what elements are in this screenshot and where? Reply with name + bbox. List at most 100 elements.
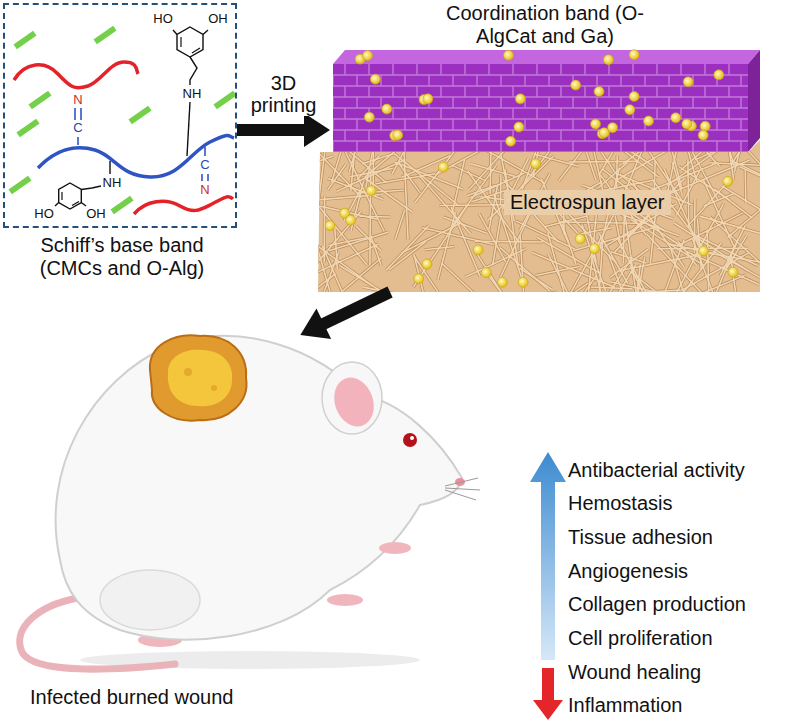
brick-line <box>596 75 597 86</box>
chemical-structure <box>8 26 236 215</box>
fiber-line <box>305 203 378 220</box>
gallium-dot <box>594 87 604 97</box>
decrease-arrow <box>533 668 563 720</box>
fiber-line <box>685 128 720 167</box>
fiber-outline <box>710 163 784 167</box>
brick-line <box>692 141 693 152</box>
fiber-line <box>606 257 633 299</box>
gallium-dot <box>723 176 733 186</box>
electrospun-drawing <box>300 101 793 338</box>
fiber-line <box>394 153 458 205</box>
brick-line <box>488 86 489 97</box>
gallium-dot <box>364 112 374 122</box>
edge-label: 3D printing <box>239 72 329 116</box>
fiber-line <box>581 228 612 234</box>
brick-line <box>560 86 561 97</box>
green-rod <box>8 176 31 195</box>
brick-line <box>740 97 741 108</box>
brick-line <box>356 119 357 130</box>
fiber-outline <box>371 141 440 148</box>
effect-label: Tissue adhesion <box>568 526 713 549</box>
brick-line <box>428 75 429 86</box>
bond-line <box>77 137 79 145</box>
gallium-dot <box>571 80 581 90</box>
gallium-dot <box>382 104 392 114</box>
mouse-foot <box>379 542 411 554</box>
effect-label: Collagen production <box>568 593 746 616</box>
brick-line <box>416 130 417 141</box>
brick-line <box>608 86 609 97</box>
fiber-line <box>603 180 654 190</box>
mouse-ear <box>322 362 382 434</box>
fiber-outline <box>322 246 346 302</box>
gallium-dot <box>325 221 335 231</box>
double-bond <box>201 174 203 181</box>
gallium-dot <box>366 186 376 196</box>
brick-line <box>716 119 717 130</box>
polymer-chain <box>134 197 233 214</box>
fiber-outline <box>693 199 697 253</box>
atom-label: C <box>200 158 209 173</box>
green-rods <box>8 26 236 215</box>
brick-line <box>416 108 417 119</box>
brick-line <box>404 141 405 152</box>
fiber-line <box>681 127 730 170</box>
green-rod <box>16 119 39 138</box>
gallium-dot <box>423 94 433 104</box>
fiber-line <box>569 215 613 296</box>
fiber-line <box>420 176 471 234</box>
brick-line <box>608 108 609 119</box>
brick-line <box>656 86 657 97</box>
fiber-line <box>351 121 358 191</box>
band-side-face <box>748 50 760 152</box>
brick-line <box>620 97 621 108</box>
brick-line <box>404 75 405 86</box>
gallium-dot <box>700 121 710 131</box>
fiber-line <box>438 212 455 279</box>
mouse-body <box>56 336 462 640</box>
brick-line <box>333 151 748 152</box>
double-bond <box>80 108 82 120</box>
brick-line <box>524 141 525 152</box>
brick-line <box>740 119 741 130</box>
fiber-outline <box>500 248 550 291</box>
fiber-line <box>695 203 723 255</box>
mouse-illustration <box>20 335 480 669</box>
brick-line <box>368 86 369 97</box>
brick-line <box>440 108 441 119</box>
brick-line <box>584 130 585 141</box>
gallium-dots <box>325 50 738 288</box>
mouse-wound-area: Infected burned wound <box>20 335 465 680</box>
brick-line <box>416 86 417 97</box>
brick-line <box>380 119 381 130</box>
brick-line <box>500 97 501 108</box>
fiber-line <box>630 272 687 317</box>
effect-label: Wound healing <box>568 661 701 684</box>
fiber-line <box>395 210 405 240</box>
brick-line <box>548 75 549 86</box>
fiber-line <box>717 118 766 171</box>
brick-line <box>344 86 345 97</box>
fiber-line <box>622 124 677 164</box>
brick-line <box>680 130 681 141</box>
fiber-outline <box>722 104 733 180</box>
fiber-line <box>637 290 680 292</box>
fiber-line <box>699 252 771 264</box>
eye-highlight <box>410 436 414 440</box>
brick-line <box>716 141 717 152</box>
whisker <box>445 488 480 490</box>
fiber-line <box>335 225 338 269</box>
arrow-head <box>300 308 331 339</box>
fiber-outline <box>404 140 409 239</box>
brick-line <box>356 75 357 86</box>
fiber-line <box>727 195 778 238</box>
fiber-line <box>357 155 380 180</box>
atom-label: NH <box>103 176 122 191</box>
burn-wound <box>150 335 247 420</box>
effect-label: Antibacterial activity <box>568 459 745 482</box>
brick-line <box>464 130 465 141</box>
brick-line <box>333 107 748 108</box>
fiber-line <box>500 248 550 291</box>
brick-line <box>680 86 681 97</box>
fiber-line <box>322 246 346 302</box>
